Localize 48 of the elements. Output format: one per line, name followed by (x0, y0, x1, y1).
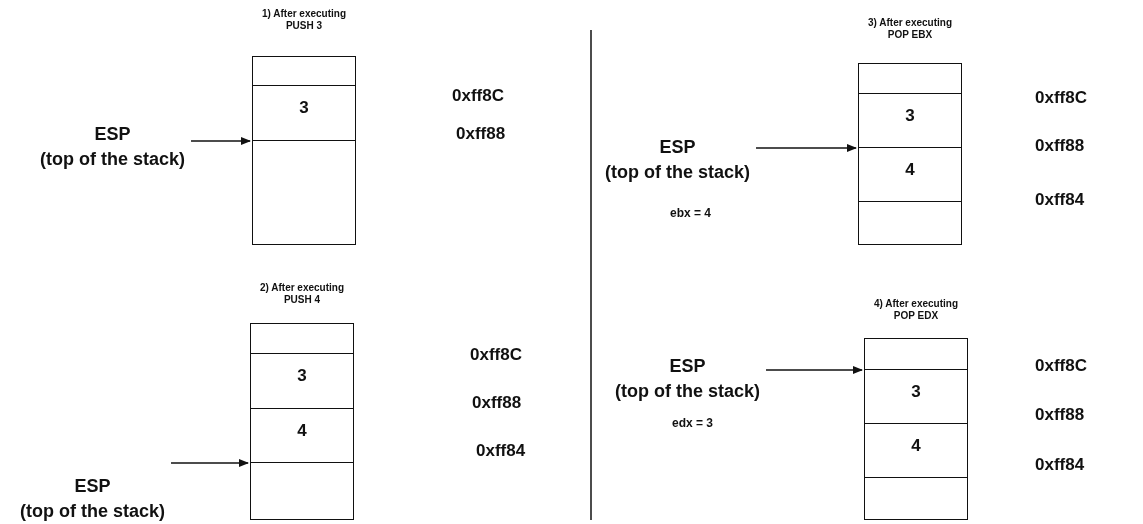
arrow (190, 137, 251, 145)
stack-slot: 4 (864, 424, 968, 478)
stack-panel (252, 8, 356, 245)
pointer-caption: (top of the stack) (20, 500, 165, 523)
panel-title: 4) After executing POP EDX (872, 298, 960, 322)
panel-title: 3) After executing POP EBX (866, 17, 954, 41)
register-value: ebx = 4 (670, 206, 712, 220)
stack-slot (858, 202, 962, 245)
stack-slot (250, 323, 354, 354)
stack-slot (864, 478, 968, 520)
arrow (755, 144, 857, 152)
address-label: 0xff88 (456, 124, 506, 144)
address-label: 0xff8C (452, 86, 504, 106)
address-label: 0xff8C (470, 345, 522, 365)
stack-slot (250, 463, 354, 520)
address-label: 0xff8C (1035, 356, 1087, 376)
address-label: 0xff88 (1035, 405, 1085, 425)
pointer-caption: (top of the stack) (605, 161, 750, 184)
panel-title: 2) After executing PUSH 4 (258, 282, 346, 306)
arrow (170, 459, 249, 467)
register-name: ESP (668, 355, 707, 378)
stack-panel (864, 298, 968, 520)
stack-panel (250, 282, 354, 520)
address-label: 0xff88 (472, 393, 522, 413)
stack-slot: 4 (858, 148, 962, 202)
panel-title: 1) After executing PUSH 3 (260, 8, 348, 32)
register-value: edx = 3 (672, 416, 714, 430)
stack-slot: 4 (250, 409, 354, 463)
address-label: 0xff84 (1035, 455, 1085, 475)
stack-slot: 3 (250, 354, 354, 409)
register-name: ESP (658, 136, 697, 159)
stack-slot: 3 (858, 94, 962, 148)
arrow (765, 366, 863, 374)
address-label: 0xff8C (1035, 88, 1087, 108)
address-label: 0xff84 (1035, 190, 1085, 210)
stack-slot: 3 (252, 86, 356, 141)
address-label: 0xff84 (476, 441, 526, 461)
stack-slot (252, 141, 356, 245)
stack-slot (858, 63, 962, 94)
register-name: ESP (93, 123, 132, 146)
pointer-caption: (top of the stack) (40, 148, 185, 171)
stack-panel (858, 17, 962, 245)
stack-slot (252, 56, 356, 86)
pointer-caption: (top of the stack) (615, 380, 760, 403)
stack-slot: 3 (864, 370, 968, 424)
address-label: 0xff88 (1035, 136, 1085, 156)
stack-slot (864, 338, 968, 370)
register-name: ESP (73, 475, 112, 498)
